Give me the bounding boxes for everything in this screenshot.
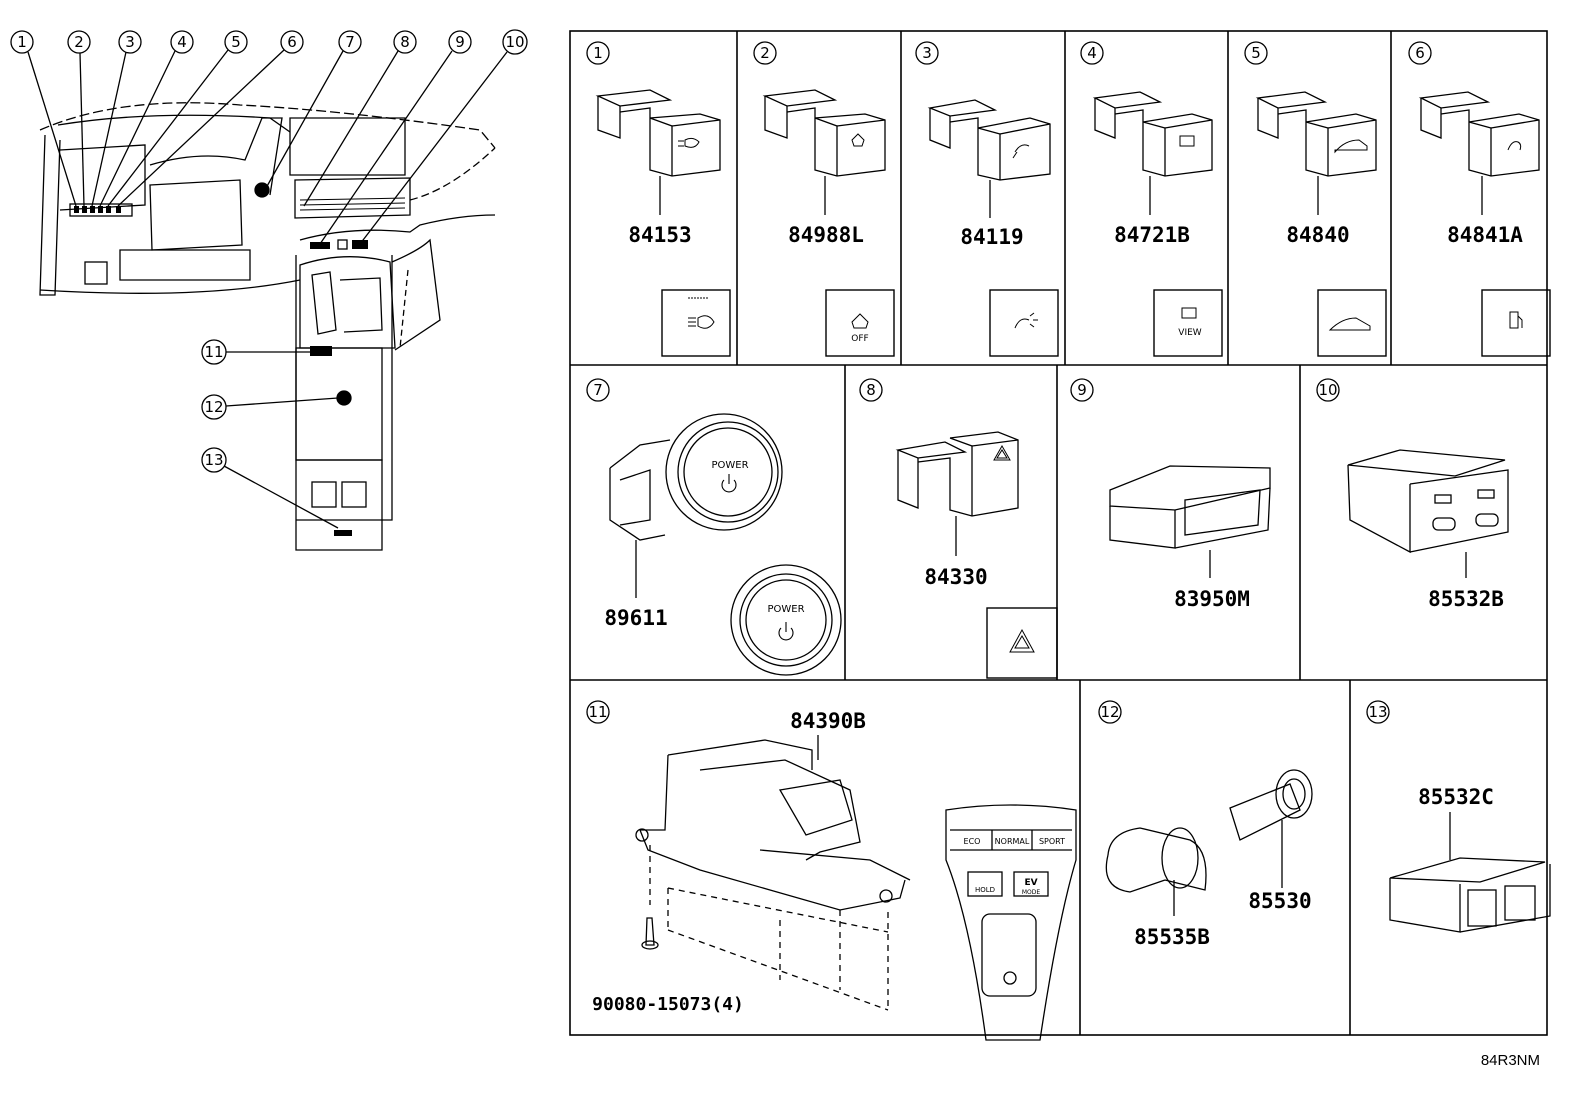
view-label: VIEW — [1178, 328, 1201, 338]
svg-text:2: 2 — [760, 44, 770, 62]
parts-grid — [569, 30, 1548, 1036]
svg-text:6: 6 — [1415, 44, 1425, 62]
svg-text:4: 4 — [1087, 44, 1097, 62]
svg-text:5: 5 — [231, 33, 241, 51]
cell-4[interactable]: 4 84721B VIEW — [1080, 41, 1223, 357]
svg-text:4: 4 — [177, 33, 187, 51]
power-label: POWER — [711, 460, 748, 471]
svg-text:1: 1 — [593, 44, 603, 62]
callout-13[interactable]: 13 — [201, 447, 339, 529]
svg-text:3: 3 — [922, 44, 932, 62]
callout-2[interactable]: 2 — [67, 30, 91, 207]
cell-5[interactable]: 5 84840 — [1244, 41, 1387, 357]
callout-9[interactable]: 9 — [319, 30, 472, 245]
svg-text:8: 8 — [866, 381, 876, 399]
part-number: 85535B — [1134, 925, 1210, 949]
part-number: 85532C — [1418, 785, 1494, 809]
svg-text:11: 11 — [588, 703, 607, 721]
svg-text:9: 9 — [455, 33, 465, 51]
svg-text:7: 7 — [593, 381, 603, 399]
svg-text:12: 12 — [1100, 703, 1119, 721]
svg-text:10: 10 — [1318, 381, 1337, 399]
svg-text:7: 7 — [345, 33, 355, 51]
diagram-code: 84R3NM — [1480, 1052, 1540, 1069]
callout-6[interactable]: 6 — [117, 30, 304, 207]
hold-label: HOLD — [975, 886, 995, 894]
callout-10[interactable]: 10 — [359, 29, 528, 245]
cell-9[interactable]: 9 83950M — [1070, 378, 1271, 611]
callout-4[interactable]: 4 — [99, 30, 194, 207]
part-number: 84330 — [924, 565, 987, 589]
normal-label: NORMAL — [995, 837, 1030, 846]
cell-1[interactable]: 1 84153 — [586, 41, 731, 357]
cell-7[interactable]: 7 POWER 89611 POWER — [586, 378, 842, 676]
svg-text:11: 11 — [204, 343, 223, 361]
callout-5[interactable]: 5 — [107, 30, 248, 207]
part-number: 84721B — [1114, 223, 1190, 247]
part-number: 84390B — [790, 709, 866, 733]
part-number: 84988L — [788, 223, 864, 247]
callout-3[interactable]: 3 — [91, 30, 142, 207]
part-number: 84840 — [1286, 223, 1349, 247]
svg-text:9: 9 — [1077, 381, 1087, 399]
cell-13[interactable]: 13 85532C — [1366, 700, 1551, 933]
ev-mode-label: MODE — [1022, 889, 1041, 896]
svg-text:12: 12 — [204, 398, 223, 416]
svg-text:10: 10 — [505, 33, 524, 51]
svg-text:13: 13 — [1368, 703, 1387, 721]
power-label-2: POWER — [767, 604, 804, 615]
cell-12[interactable]: 12 85535B 85530 — [1098, 700, 1313, 949]
part-number-2: 85530 — [1248, 889, 1311, 913]
part-number: 84153 — [628, 223, 691, 247]
callout-1[interactable]: 1 — [10, 30, 77, 207]
eco-label: ECO — [964, 837, 981, 846]
part-number: 89611 — [604, 606, 667, 630]
part-number: 84119 — [960, 225, 1023, 249]
part-number: 85532B — [1428, 587, 1504, 611]
part-number: 84841A — [1447, 223, 1523, 247]
dashboard-overview: 1 2 3 4 5 6 7 8 — [10, 29, 528, 551]
svg-text:3: 3 — [125, 33, 135, 51]
part-number: 83950M — [1174, 587, 1250, 611]
cell-10[interactable]: 10 85532B — [1316, 378, 1509, 611]
svg-text:1: 1 — [17, 33, 27, 51]
svg-text:13: 13 — [204, 451, 223, 469]
svg-text:2: 2 — [74, 33, 84, 51]
cell-3[interactable]: 3 84119 — [915, 41, 1059, 357]
callout-7[interactable]: 7 — [265, 30, 362, 189]
cell-2[interactable]: 2 84988L OFF — [753, 41, 895, 357]
ev-label: EV — [1024, 878, 1037, 888]
svg-text:8: 8 — [400, 33, 410, 51]
off-label: OFF — [851, 334, 868, 344]
callout-12[interactable]: 12 — [201, 394, 339, 420]
sport-label: SPORT — [1039, 837, 1065, 846]
callout-11[interactable]: 11 — [201, 339, 310, 365]
cell-8[interactable]: 8 84330 — [859, 378, 1058, 679]
svg-text:5: 5 — [1251, 44, 1261, 62]
cell-11[interactable]: 11 84390B 90080-15073(4) ECO NORMAL SPOR… — [586, 700, 1077, 1041]
svg-text:6: 6 — [287, 33, 297, 51]
part-number-2: 90080-15073(4) — [592, 994, 744, 1015]
cell-6[interactable]: 6 84841A — [1408, 41, 1551, 357]
